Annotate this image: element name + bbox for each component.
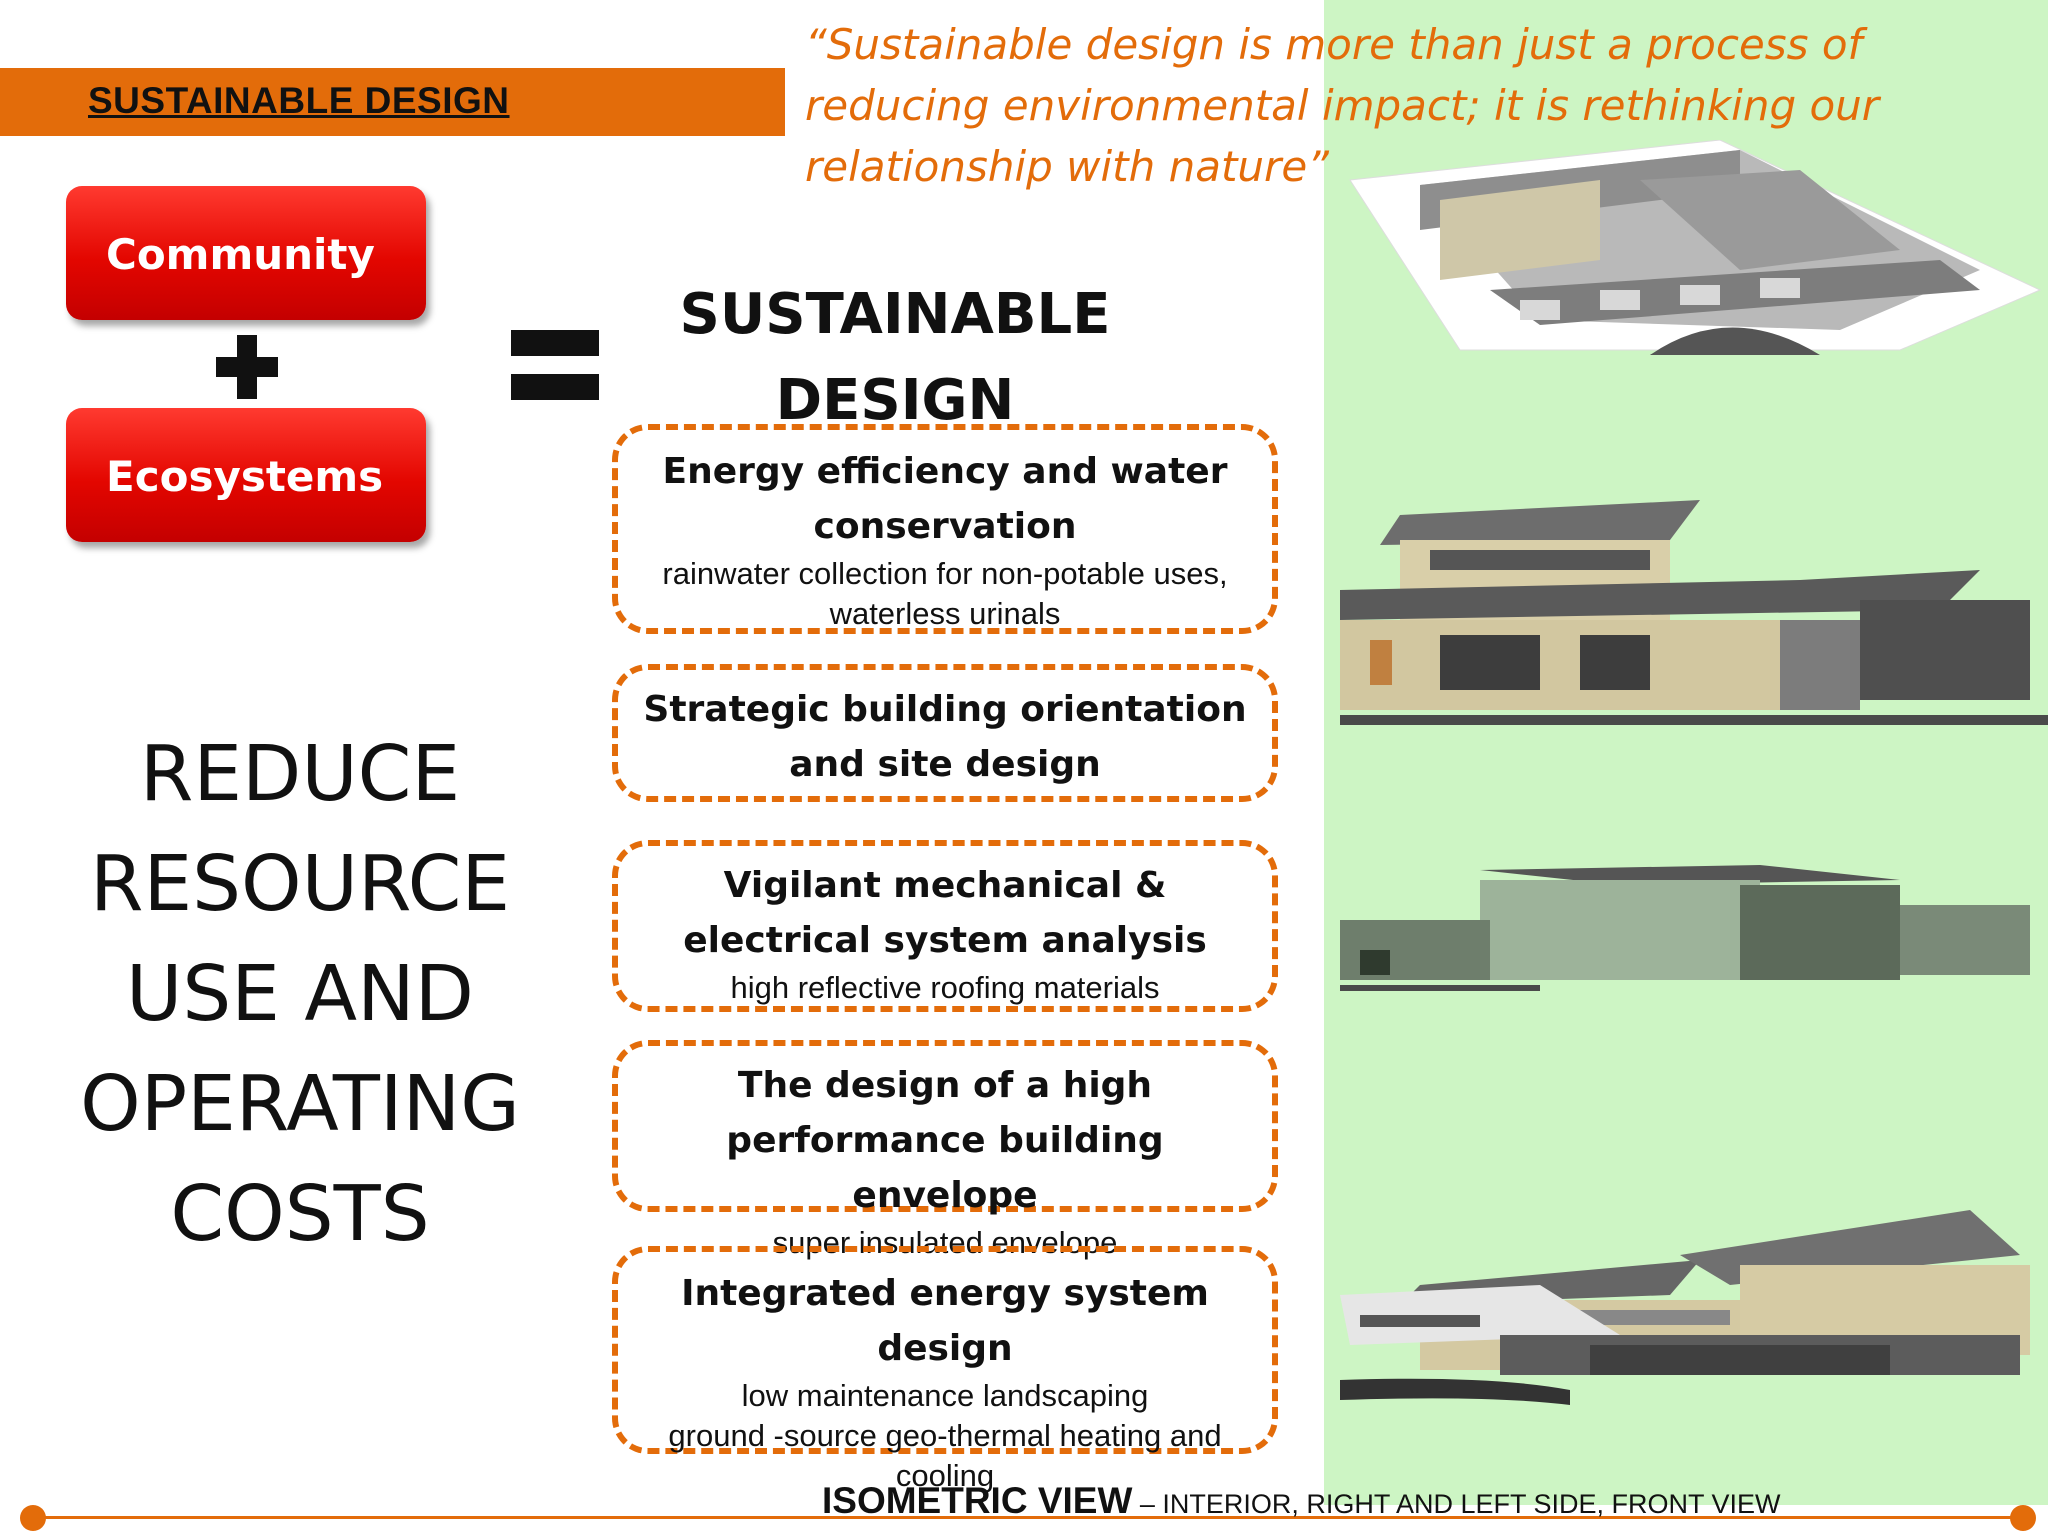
building-render-left-side: [1340, 865, 2030, 991]
strategy-detail: ground -source geo-thermal heating and c…: [668, 1418, 1222, 1493]
building-render-front: [1340, 1210, 2030, 1405]
isometric-view-rest: – INTERIOR, RIGHT AND LEFT SIDE, FRONT V…: [1132, 1489, 1781, 1519]
strategy-box-orientation: Strategic building orientation and site …: [612, 664, 1278, 802]
reduce-line: REDUCE: [139, 730, 461, 819]
building-render-right-side: [1340, 500, 2048, 725]
strategy-heading: Integrated energy system design: [681, 1273, 1209, 1369]
strategy-heading: Energy efficiency and water conservation: [662, 451, 1228, 547]
ecosystems-box: Ecosystems: [66, 408, 426, 542]
strategy-heading: The design of a high performance buildin…: [726, 1065, 1164, 1216]
strategy-box-integrated: Integrated energy system design low main…: [612, 1246, 1278, 1493]
strategy-box-mechanical: Vigilant mechanical & electrical system …: [612, 840, 1278, 1012]
reduce-line: RESOURCE: [89, 840, 511, 929]
sustainable-design-heading: SUSTAINABLE DESIGN: [640, 272, 1150, 444]
plus-icon-vertical: [237, 335, 257, 399]
equals-icon-lower: [511, 374, 599, 400]
strategy-box-envelope: The design of a high performance buildin…: [612, 1040, 1278, 1260]
community-box: Community: [66, 186, 426, 320]
equals-icon: [511, 330, 599, 356]
heading-line-1: SUSTAINABLE: [679, 282, 1111, 347]
header-title: SUSTAINABLE DESIGN: [88, 80, 510, 121]
ecosystems-label: Ecosystems: [106, 452, 384, 501]
quote-text: “Sustainable design is more than just a …: [805, 20, 1880, 191]
strategy-detail: super insulated envelope: [772, 1225, 1118, 1260]
footer-dot-right: [2010, 1505, 2036, 1531]
reduce-line: COSTS: [170, 1170, 430, 1259]
footer-line: [32, 1516, 2022, 1519]
strategy-detail: low maintenance landscaping: [741, 1378, 1149, 1413]
strategy-box-energy: Energy efficiency and water conservation…: [612, 424, 1278, 634]
heading-line-2: DESIGN: [775, 368, 1015, 433]
isometric-view-caption: ISOMETRIC VIEW – INTERIOR, RIGHT AND LEF…: [822, 1480, 1781, 1522]
strategy-detail: high reflective roofing materials: [730, 970, 1160, 1005]
community-label: Community: [106, 230, 375, 279]
strategy-detail: rainwater collection for non-potable use…: [662, 556, 1228, 631]
building-render-interior: [1349, 140, 2042, 355]
reduce-line: OPERATING: [80, 1060, 520, 1149]
reduce-costs-text: REDUCE RESOURCE USE AND OPERATING COSTS: [60, 720, 540, 1270]
strategy-heading: Vigilant mechanical & electrical system …: [683, 865, 1207, 961]
header-bar: [0, 68, 785, 136]
footer-dot-left: [20, 1505, 46, 1531]
strategy-heading: Strategic building orientation and site …: [643, 689, 1247, 785]
isometric-view-bold: ISOMETRIC VIEW: [822, 1480, 1133, 1521]
reduce-line: USE AND: [126, 950, 474, 1039]
